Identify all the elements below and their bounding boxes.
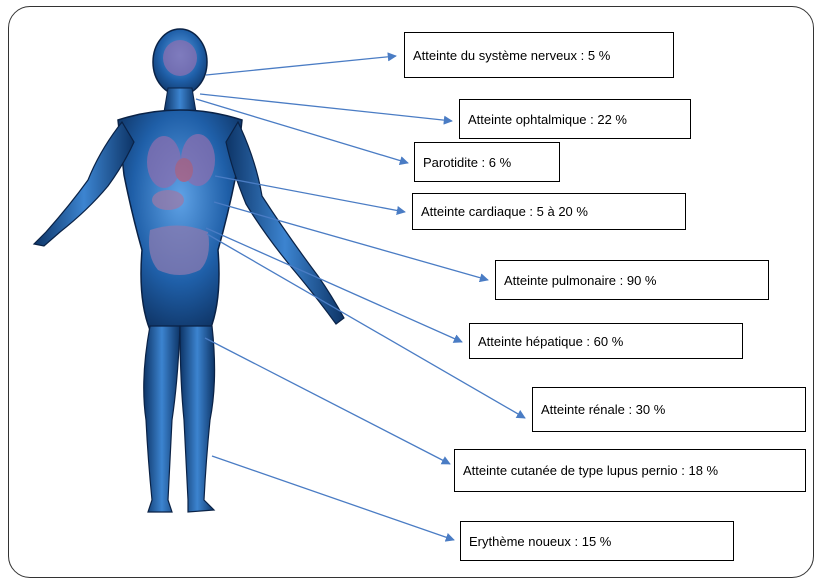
label-renal: Atteinte rénale : 30 % [532, 387, 806, 432]
label-parotitis: Parotidite : 6 % [414, 142, 560, 182]
label-hepatic: Atteinte hépatique : 60 % [469, 323, 743, 359]
label-cutaneous-text: Atteinte cutanée de type lupus pernio : … [463, 463, 718, 478]
label-pulmonary: Atteinte pulmonaire : 90 % [495, 260, 769, 300]
label-ophthalmic: Atteinte ophtalmique : 22 % [459, 99, 691, 139]
label-cutaneous: Atteinte cutanée de type lupus pernio : … [454, 449, 806, 492]
label-erythema-nodosum-text: Erythème noueux : 15 % [469, 534, 611, 549]
label-ophthalmic-text: Atteinte ophtalmique : 22 % [468, 112, 627, 127]
label-nervous-system: Atteinte du système nerveux : 5 % [404, 32, 674, 78]
label-hepatic-text: Atteinte hépatique : 60 % [478, 334, 623, 349]
label-cardiac: Atteinte cardiaque : 5 à 20 % [412, 193, 686, 230]
label-renal-text: Atteinte rénale : 30 % [541, 402, 665, 417]
label-parotitis-text: Parotidite : 6 % [423, 155, 511, 170]
label-erythema-nodosum: Erythème noueux : 15 % [460, 521, 734, 561]
label-nervous-system-text: Atteinte du système nerveux : 5 % [413, 48, 610, 63]
label-pulmonary-text: Atteinte pulmonaire : 90 % [504, 273, 656, 288]
label-cardiac-text: Atteinte cardiaque : 5 à 20 % [421, 204, 588, 219]
